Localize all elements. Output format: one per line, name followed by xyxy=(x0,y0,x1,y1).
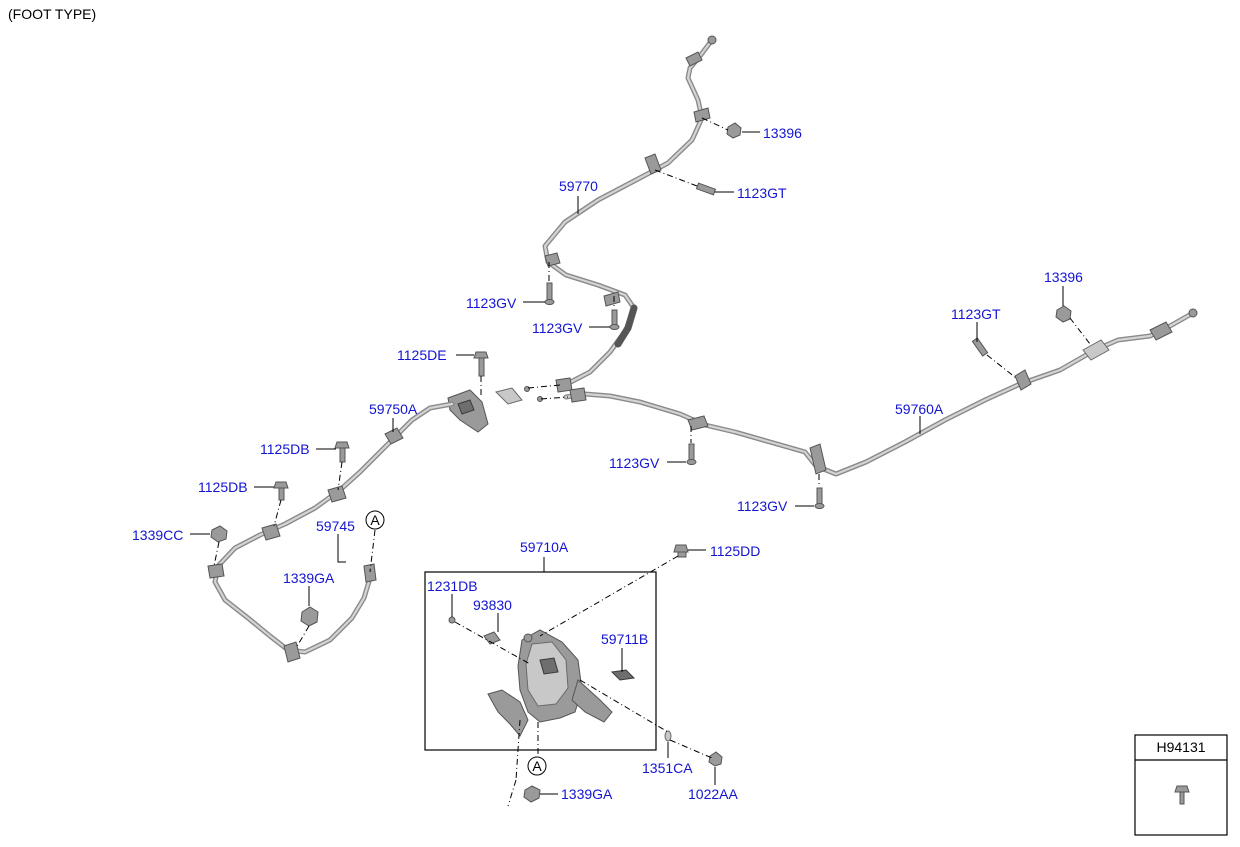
label-1351ca: 1351CA xyxy=(642,760,693,776)
cable-59750a xyxy=(207,401,455,663)
diagram-title: (FOOT TYPE) xyxy=(8,6,96,22)
label-59760a: 59760A xyxy=(895,401,944,417)
screw-1231db xyxy=(448,616,456,624)
part-labels: 13396 1123GT 59770 1123GV 1123GV 1125DE … xyxy=(132,125,1083,802)
screw-icon xyxy=(1174,785,1190,805)
label-59770: 59770 xyxy=(559,178,598,194)
leader-lines xyxy=(190,131,1064,795)
label-59750a: 59750A xyxy=(369,401,418,417)
nut-1022aa xyxy=(708,751,723,767)
bolt-1123gv-c xyxy=(688,443,695,461)
legend-code: H94131 xyxy=(1156,739,1205,755)
ref-a-bottom: A xyxy=(527,756,547,776)
label-13396-right: 13396 xyxy=(1044,269,1083,285)
cable-59760a xyxy=(563,308,1198,477)
label-1123gv-d: 1123GV xyxy=(737,498,788,514)
label-1123gv-c: 1123GV xyxy=(609,455,660,471)
bolt-1123gv-a xyxy=(546,282,553,302)
label-1125dd: 1125DD xyxy=(710,543,760,559)
label-13396-top: 13396 xyxy=(763,125,802,141)
label-1123gt-right: 1123GT xyxy=(951,306,1001,322)
bolt-1125dd xyxy=(673,544,689,553)
label-1123gv-b: 1123GV xyxy=(532,320,583,336)
bolt-1125de xyxy=(473,351,489,359)
bolt-1123gt-right xyxy=(971,337,989,357)
pedal-assembly xyxy=(424,544,723,807)
label-1125de: 1125DE xyxy=(397,347,447,363)
label-1123gt-top: 1123GT xyxy=(737,185,787,201)
bolt-1123gt-top xyxy=(695,182,717,196)
equalizer-bracket xyxy=(447,384,569,433)
assembly-frame xyxy=(424,571,657,751)
washer-1351ca xyxy=(664,730,672,742)
label-1339ga-bottom: 1339GA xyxy=(561,786,613,802)
label-93830: 93830 xyxy=(473,597,512,613)
nut-1339ga-bottom xyxy=(523,785,541,803)
bolt-1123gv-d xyxy=(816,487,823,505)
legend-box: H94131 xyxy=(1134,734,1228,836)
switch-93830 xyxy=(483,631,501,645)
bolt-1123gv-b xyxy=(611,309,618,327)
nut-13396-right xyxy=(1055,305,1072,323)
nut-1339cc xyxy=(210,525,228,543)
cable-59770 xyxy=(542,35,717,393)
ref-a-top: A xyxy=(365,510,385,530)
nut-13396-top xyxy=(726,122,742,139)
label-1339ga-left: 1339GA xyxy=(283,570,335,586)
label-59745: 59745 xyxy=(316,518,355,534)
label-59710a: 59710A xyxy=(520,539,569,555)
bolt-1125db-a xyxy=(334,441,350,449)
label-1231db: 1231DB xyxy=(427,578,478,594)
label-59711b: 59711B xyxy=(601,631,648,647)
label-1125db-a: 1125DB xyxy=(260,441,310,457)
label-1022aa: 1022AA xyxy=(688,786,738,802)
bolt-1125db-b xyxy=(273,481,289,489)
ref-a-bottom-label: A xyxy=(532,758,542,774)
fasteners xyxy=(210,117,1091,649)
ref-a-top-label: A xyxy=(370,512,380,528)
pad-59711b xyxy=(610,669,636,681)
label-1123gv-a: 1123GV xyxy=(466,295,517,311)
label-1125db-b: 1125DB xyxy=(198,479,248,495)
label-1339cc: 1339CC xyxy=(132,527,183,543)
clip-59745 xyxy=(337,552,346,563)
nut-1339ga-left xyxy=(300,606,319,627)
